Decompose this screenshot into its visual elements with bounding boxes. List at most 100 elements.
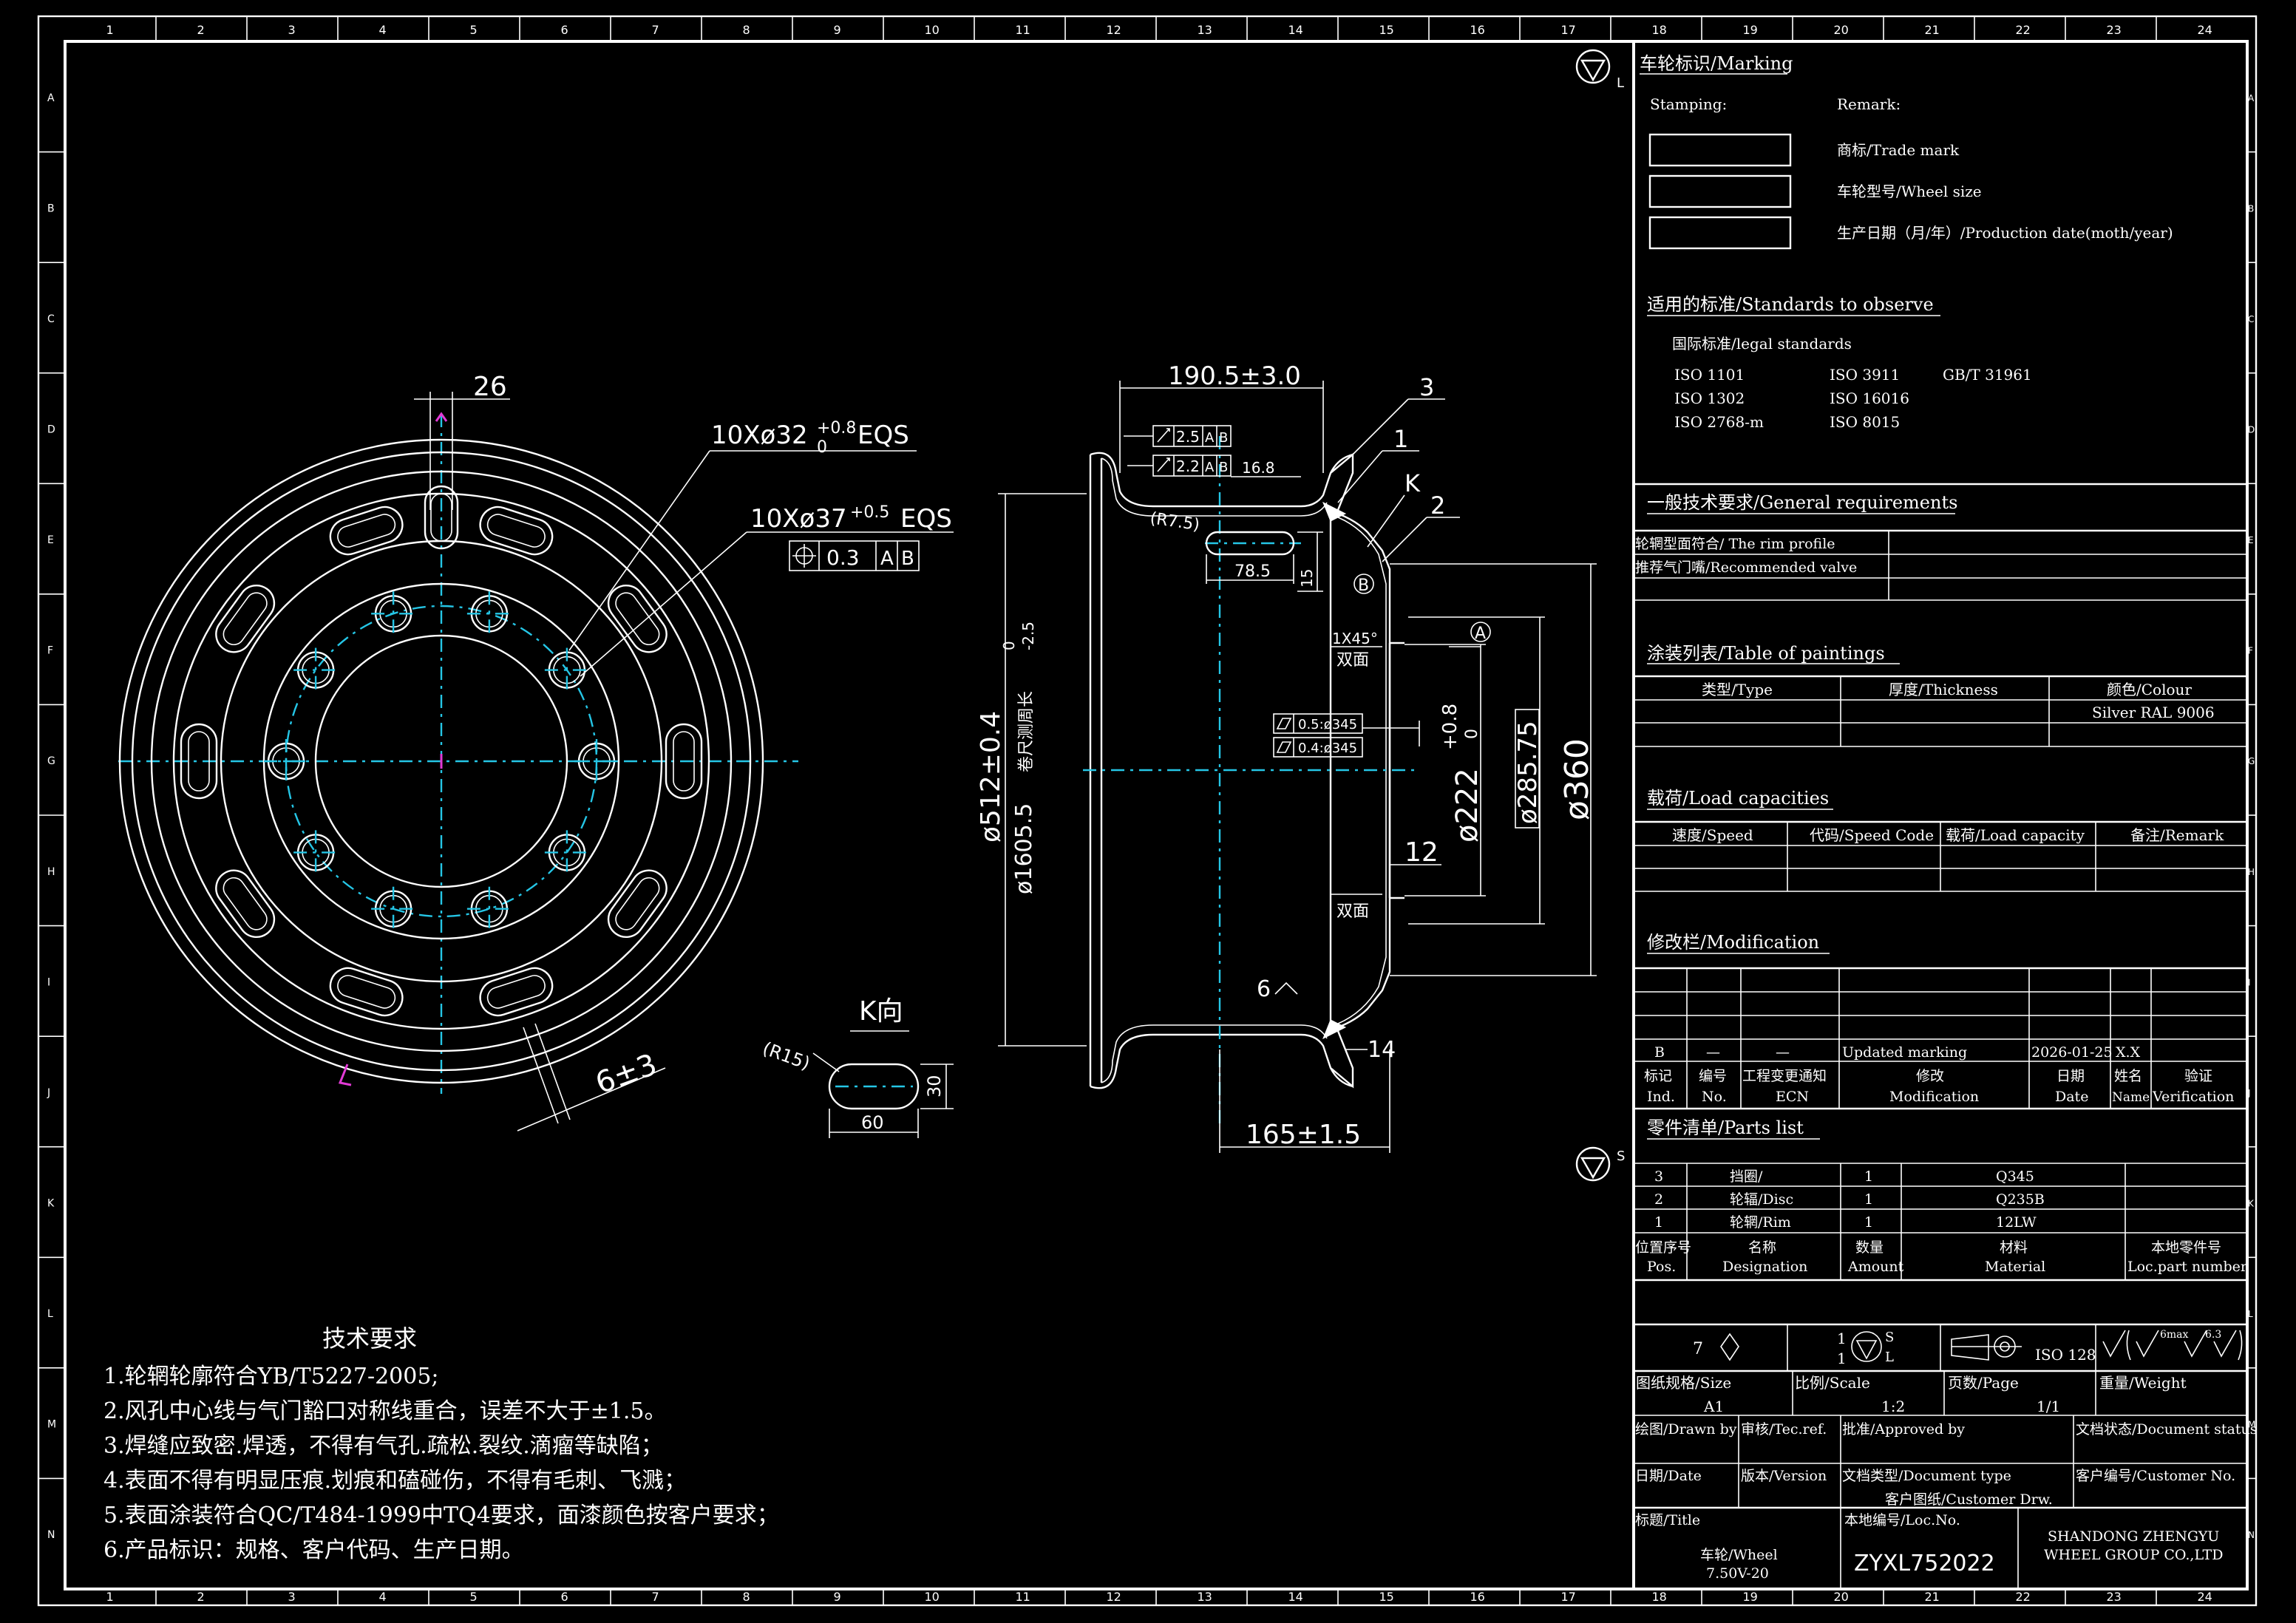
grid-col-label: 3: [288, 1590, 296, 1604]
marking-date: 生产日期（月/年）/Production date(moth/year): [1837, 224, 2173, 242]
grid-col-label: 3: [288, 23, 296, 37]
grid-col-label: 10: [925, 23, 940, 37]
mod-h-ind1: 标记: [1644, 1068, 1672, 1084]
tb-size-value: A1: [1703, 1398, 1724, 1415]
fcf-datum-a: A: [880, 548, 894, 570]
parts-h-amt1: 数量: [1855, 1239, 1884, 1256]
tb-status: 文档状态/Document status: [2076, 1421, 2257, 1437]
hole-callout-2-tol: +0.5: [850, 503, 889, 522]
hole-callout-2-eqs: EQS: [900, 504, 952, 534]
grid-row-label: C: [47, 313, 55, 325]
grid-col-label: 4: [379, 23, 387, 37]
sym-roughness: 6max: [2160, 1329, 2189, 1341]
tech-item: 3.焊缝应致密.焊透，不得有气孔.疏松.裂纹.滴瘤等缺陷；: [103, 1433, 663, 1459]
grid-row-label: G: [2248, 756, 2255, 766]
grid-col-label: 22: [2016, 1590, 2031, 1604]
load-col-code: 代码/Speed Code: [1810, 826, 1934, 844]
hand-hole: [329, 967, 404, 1017]
tb-title-value-2: 7.50V-20: [1706, 1565, 1769, 1582]
parts-title: 零件清单/Parts list: [1647, 1117, 1804, 1138]
mod-title: 修改栏/Modification: [1647, 932, 1819, 953]
general-valve: 推荐气门嘴/Recommended valve: [1635, 559, 1857, 576]
paint-title: 涂装列表/Table of paintings: [1647, 643, 1885, 664]
dim-circumference: ø1605.5: [1011, 803, 1037, 894]
tb-doctype: 文档类型/Document type: [1842, 1468, 2011, 1484]
grid-col-label: 12: [1107, 1590, 1121, 1604]
grid-col-label: 9: [834, 23, 841, 37]
grid-row-label: M: [2248, 1420, 2255, 1430]
tech-item: 1.轮辋轮廓符合YB/T5227-2005;: [103, 1364, 439, 1389]
k-view-title: K向: [859, 996, 903, 1027]
grid-row-label: A: [47, 92, 55, 104]
parts-amount: 1: [1864, 1168, 1873, 1185]
grid-col-label: 20: [1834, 1590, 1849, 1604]
bolt-holes: [264, 591, 619, 931]
mod-row-mod: Updated marking: [1842, 1044, 1967, 1061]
tb-title-label: 标题/Title: [1635, 1512, 1700, 1528]
tol-frame-1-val: 2.5: [1176, 428, 1200, 446]
mod-h-no1: 编号: [1699, 1068, 1727, 1084]
tb-scale-label: 比例/Scale: [1795, 1374, 1870, 1392]
hand-hole: [607, 869, 668, 939]
grid-col-label: 5: [470, 23, 478, 37]
grid-col-label: 5: [470, 1590, 478, 1604]
grid-row-label: N: [47, 1529, 55, 1541]
tol-frame-2-b: B: [1219, 460, 1228, 475]
grid-row-label: H: [47, 866, 55, 878]
grid-row-label: I: [47, 976, 50, 988]
grid-col-label: 22: [2016, 23, 2031, 37]
dim-6-3: 6±3: [591, 1047, 662, 1100]
standard-item: ISO 1302: [1674, 389, 1745, 407]
sym-1a: 1: [1837, 1330, 1847, 1347]
tb-loc-value: ZYXL752022: [1854, 1551, 1995, 1576]
grid-row-label: L: [2248, 1309, 2253, 1319]
section-view: (R7.5) 78.5 15 190.5±3.0 2.5 A B 2.2 A B: [976, 361, 1597, 1153]
grid-col-label: 16: [1470, 1590, 1485, 1604]
grid-row-label: A: [2248, 93, 2255, 103]
grid-col-label: 7: [652, 1590, 659, 1604]
hand-hole: [329, 506, 404, 556]
hand-hole: [607, 584, 668, 653]
hand-hole: [479, 967, 554, 1017]
standards-title: 适用的标准/Standards to observe: [1647, 294, 1934, 315]
grid-col-label: 6: [561, 1590, 568, 1604]
tech-item: 4.表面不得有明显压痕.划痕和磕碰伤，不得有毛刺、飞溅；: [103, 1468, 686, 1494]
mod-h-ver1: 验证: [2184, 1068, 2212, 1084]
parts-pos: 1: [1654, 1214, 1663, 1231]
tb-page-value: 1/1: [2037, 1398, 2060, 1415]
tb-company-1: SHANDONG ZHENGYU: [2048, 1528, 2219, 1545]
grid-col-label: 8: [743, 1590, 750, 1604]
projection-symbol-s: S: [1575, 1146, 1625, 1182]
parts-h-name2: Designation: [1722, 1259, 1807, 1275]
grid-row-label: L: [47, 1308, 53, 1320]
tech-requirements: 技术要求 1.轮辋轮廓符合YB/T5227-2005; 2.风孔中心线与气门豁口…: [103, 1324, 779, 1563]
grid-row-label: K: [2248, 1199, 2255, 1209]
parts-pos: 2: [1654, 1191, 1663, 1208]
dim-r7-5: (R7.5): [1149, 509, 1200, 534]
grid-row-label: G: [47, 755, 55, 767]
load-title: 载荷/Load capacities: [1647, 788, 1829, 809]
grid-row-label: N: [2248, 1530, 2255, 1540]
tb-page-label: 页数/Page: [1948, 1374, 2019, 1392]
dim-78-5: 78.5: [1234, 562, 1271, 581]
sym-l: L: [1885, 1350, 1894, 1365]
hand-hole: [180, 723, 218, 800]
paint-colour-value: Silver RAL 9006: [2092, 704, 2215, 721]
parts-pos: 3: [1654, 1168, 1663, 1185]
mod-h-no2: No.: [1702, 1089, 1727, 1105]
info-panel: L S 车轮标识/Marking Stamping: Remark: 商标/Tr…: [1575, 41, 2257, 1589]
dim-165: 165±1.5: [1246, 1120, 1361, 1150]
mod-row-no: —: [1706, 1044, 1720, 1061]
paint-col-colour: 颜色/Colour: [2107, 681, 2192, 698]
parts-h-name1: 名称: [1748, 1239, 1776, 1256]
grid-col-label: 19: [1743, 23, 1758, 37]
dim-circumference-tol-up: 0: [1000, 641, 1018, 650]
dim-dia-360: ø360: [1558, 738, 1596, 820]
grid-ticks-top: 1122334455667788991010111112121313141415…: [106, 16, 2212, 1605]
general-rim: 轮辋型面符合/ The rim profile: [1635, 536, 1835, 552]
hole-callout-2: 10Xø37: [750, 504, 847, 534]
grid-col-label: 12: [1107, 23, 1121, 37]
paint-col-type: 类型/Type: [1702, 681, 1773, 698]
grid-row-label: I: [2248, 977, 2251, 987]
parts-h-pos2: Pos.: [1647, 1259, 1676, 1275]
